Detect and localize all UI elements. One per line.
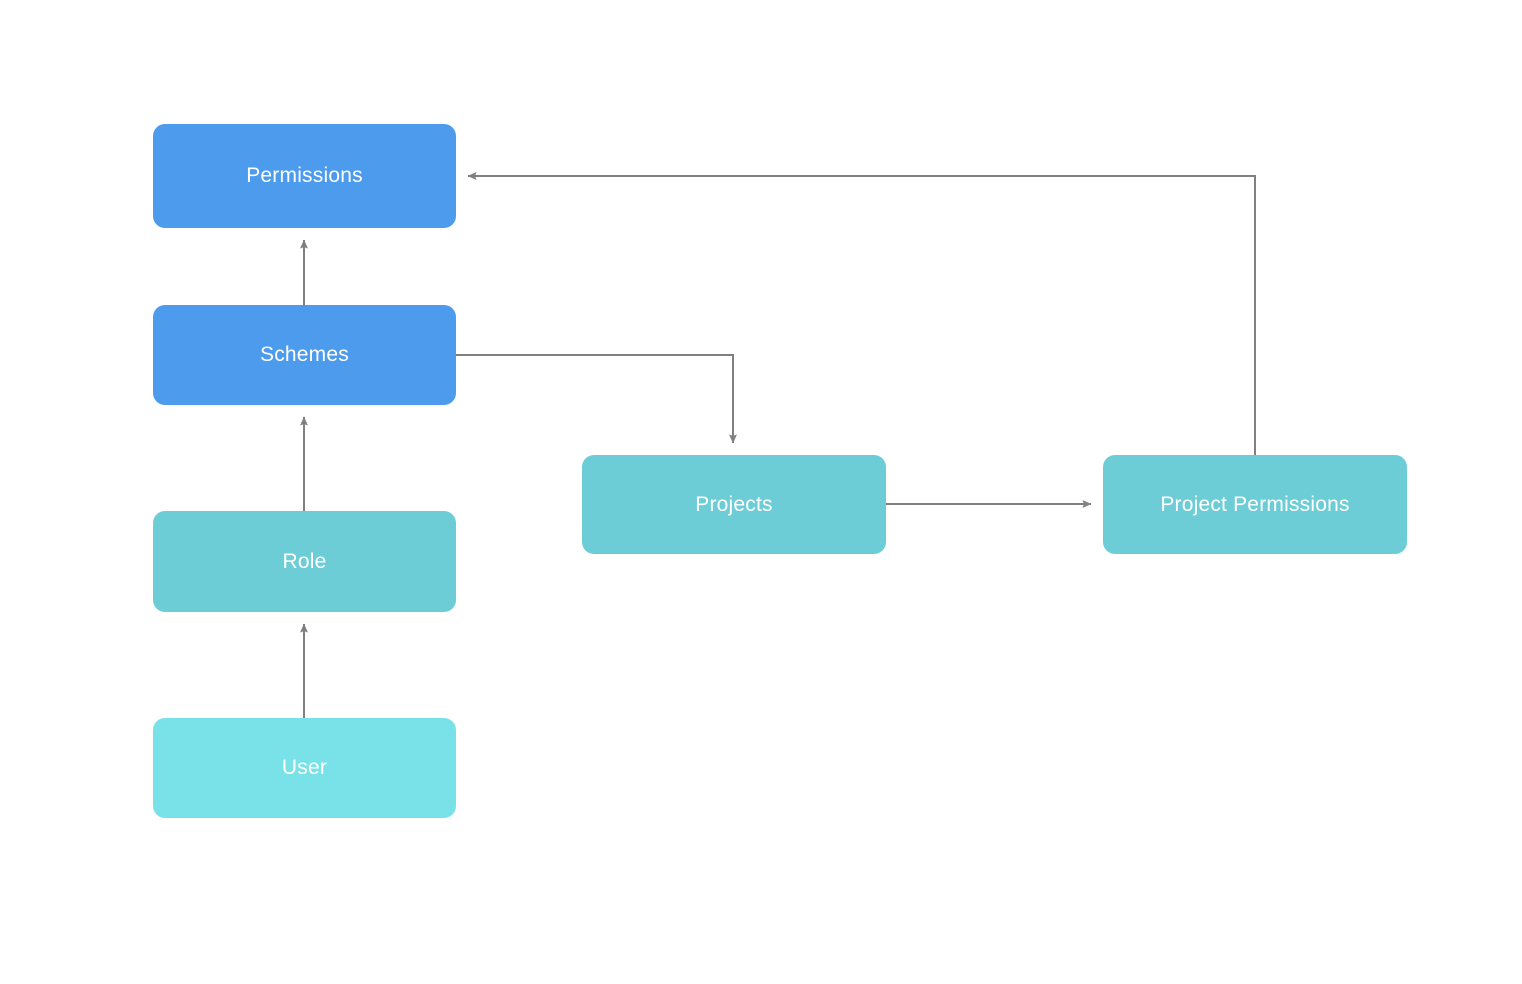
node-permissions-label: Permissions (246, 164, 363, 188)
node-user-label: User (281, 756, 328, 780)
edge-schemes-to-projects (456, 354, 737, 444)
node-projects[interactable]: Projects (582, 455, 886, 554)
node-project-permissions-label: Project Permissions (1160, 492, 1350, 516)
node-user[interactable]: User (153, 718, 456, 818)
node-role[interactable]: Role (153, 511, 456, 612)
edge-project-permissions-to-permissions (467, 172, 1256, 455)
node-schemes[interactable]: Schemes (153, 305, 456, 405)
node-permissions[interactable]: Permissions (153, 124, 456, 228)
node-schemes-label: Schemes (260, 343, 349, 367)
node-project-permissions[interactable]: Project Permissions (1103, 455, 1407, 554)
node-projects-label: Projects (695, 492, 773, 516)
node-role-label: Role (282, 549, 327, 573)
